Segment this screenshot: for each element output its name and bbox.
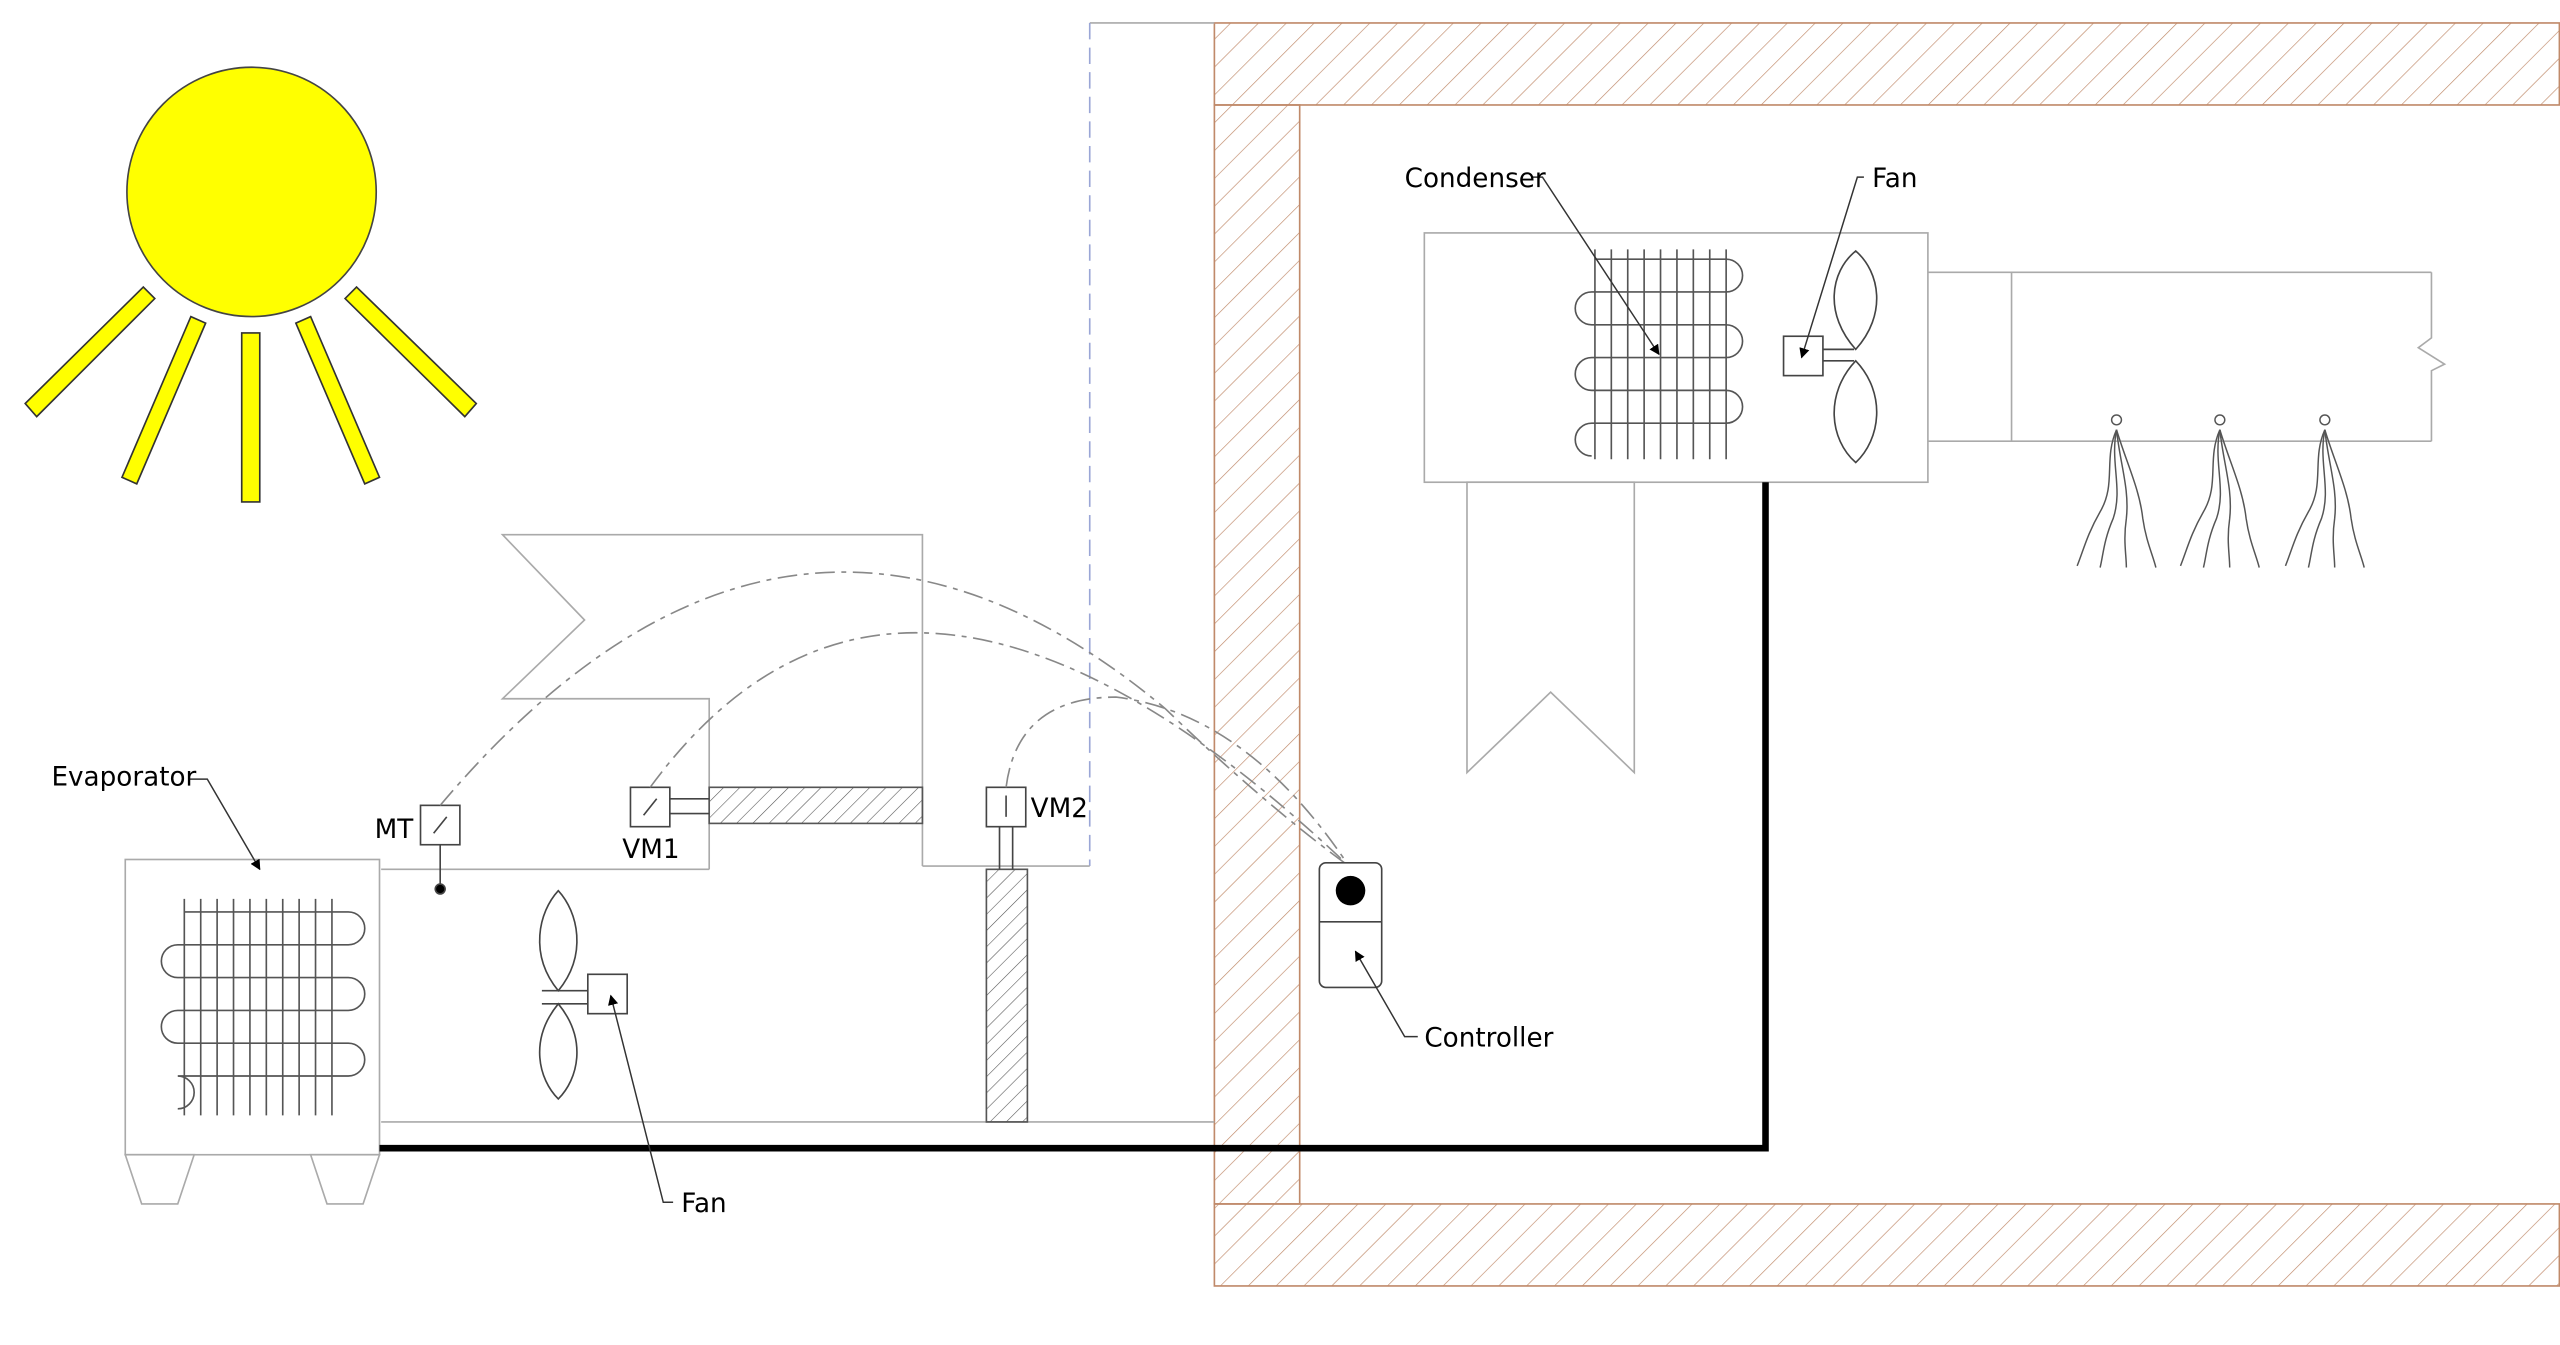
condenser-label: Condenser xyxy=(1405,164,1546,194)
evaporator-coil-icon xyxy=(160,898,366,1116)
vm1-signal-wire xyxy=(649,631,1350,867)
supply-air-arrow xyxy=(1466,481,1636,775)
vm2-sensor xyxy=(985,786,1027,870)
vm2-signal-wire xyxy=(1005,696,1350,867)
evaporator-label: Evaporator xyxy=(51,763,196,793)
sun-icon xyxy=(24,66,478,503)
exhaust-duct xyxy=(1927,271,2447,443)
horizontal-duct xyxy=(708,786,924,825)
vertical-duct xyxy=(985,868,1029,1123)
sun-ray xyxy=(294,315,381,485)
vm2-label: VM2 xyxy=(1031,794,1088,824)
top-wall xyxy=(1213,22,2560,106)
controller-box xyxy=(1318,861,1383,989)
condenser-coil-icon xyxy=(1574,249,1744,460)
mt-signal-wire xyxy=(439,571,1350,867)
condenser-box xyxy=(1423,232,1929,484)
bottom-wall xyxy=(1213,1203,2560,1287)
outdoor-boundary xyxy=(1088,22,1215,867)
condenser-fan-icon xyxy=(1782,249,1878,464)
sun-ray xyxy=(24,285,156,418)
leader-lines xyxy=(189,176,1864,1204)
refrigerant-pipe xyxy=(379,482,1769,1152)
evaporator-fan-label: Fan xyxy=(681,1189,726,1219)
controller-indicator-icon xyxy=(1335,875,1366,906)
evaporator-box xyxy=(124,858,381,1156)
condenser-unit xyxy=(1423,232,2447,775)
condenser-fan-label: Fan xyxy=(1872,164,1917,194)
vm1-label: VM1 xyxy=(622,835,679,865)
outdoor-air-duct xyxy=(381,533,1215,1123)
sun-ray xyxy=(120,315,207,485)
sensor-signal-wires xyxy=(439,571,1350,867)
vm1-sensor xyxy=(629,786,710,828)
sun-ray xyxy=(343,285,478,418)
heat-wisps-icon xyxy=(2076,414,2365,568)
evaporator-unit xyxy=(124,858,381,1205)
mt-label: MT xyxy=(375,815,415,845)
controller-label: Controller xyxy=(1424,1023,1553,1053)
sun-disc xyxy=(126,66,378,318)
evaporator-leg xyxy=(124,1153,196,1205)
left-wall xyxy=(1213,104,1301,1205)
evaporator-fan-icon xyxy=(538,889,629,1101)
building-walls xyxy=(1213,22,2560,1287)
sun-ray xyxy=(240,332,261,503)
evaporator-leg xyxy=(309,1153,381,1205)
controller-unit xyxy=(1318,861,1383,989)
mt-sensor xyxy=(419,804,461,895)
